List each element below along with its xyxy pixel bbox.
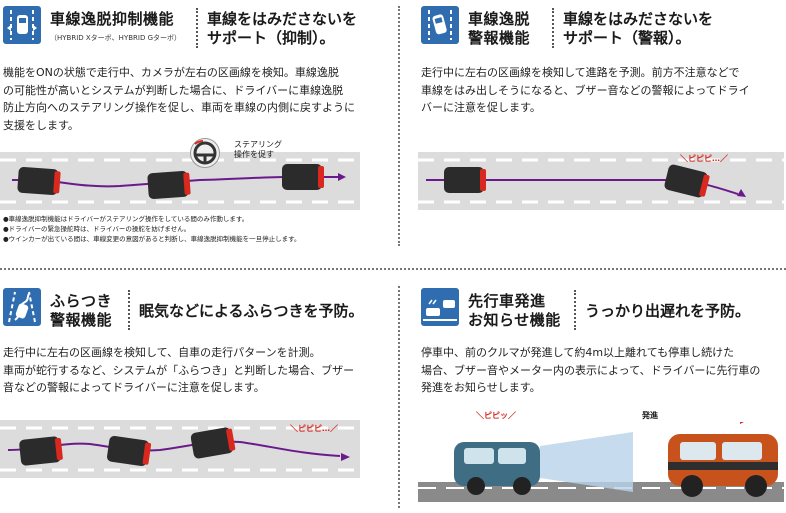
- title-separator: [552, 8, 554, 48]
- description-line: 発進をお知らせします。: [421, 381, 541, 394]
- horizontal-divider: [0, 268, 786, 270]
- car-icon: [19, 436, 63, 466]
- model-note: （HYBRID Xターボ、HYBRID Gターボ）: [50, 34, 181, 42]
- feature-title: 先行車発進 お知らせ機能: [468, 292, 561, 330]
- description-line: 車線をはみ出しそうになると、ブザー音などの警報によってドライ: [421, 83, 750, 97]
- feature-description: 停車中、前のクルマが発進して約4m以上離れても停車し続けた 場合、ブザー音やメー…: [421, 344, 760, 397]
- callout-line: 操作を促す: [234, 150, 274, 159]
- tagline-line: 車線をはみださないを: [207, 10, 358, 28]
- feature-title: ふらつき 警報機能: [50, 292, 112, 330]
- car-icon: [664, 164, 710, 198]
- car-icon: [444, 167, 486, 193]
- road-illustration: [418, 152, 784, 210]
- lane-departure-warning-icon: [421, 6, 459, 44]
- lead-vehicle-start-icon: [421, 288, 459, 326]
- description-line: 防止方向へのステアリング操作を促し、車両を車線の内側に戻すように: [3, 101, 355, 114]
- road-illustration: [0, 152, 360, 210]
- note-line: ●ウインカーが出ている間は、車線変更の意図があると判断し、車線逸脱抑制機能を一旦…: [3, 235, 301, 243]
- description-line: 機能をONの状態で走行中、カメラが左右の区画線を検知。車線逸脱: [3, 66, 339, 79]
- alert-sound-label: ＼ピピピ…／: [290, 424, 338, 433]
- lane-departure-assist-icon: [3, 6, 41, 44]
- car-icon: [147, 170, 191, 200]
- feature-tagline: 車線をはみださないを サポート（警報）。: [563, 10, 713, 48]
- lead-vehicle-start-section: 先行車発進 お知らせ機能 うっかり出遅れを予防。 停車中、前のクルマが発進して約…: [418, 282, 786, 513]
- description-line: 音などの警報によってドライバーに注意を促します。: [3, 381, 265, 394]
- car-icon: [190, 427, 236, 459]
- title-line: 先行車発進: [468, 292, 546, 310]
- callout-line: ステアリング: [234, 140, 282, 149]
- description-line: の可能性が高いとシステムが判断した場合に、ドライバーに車線逸脱: [3, 83, 344, 97]
- lane-departure-warning-section: 車線逸脱 警報機能 車線をはみださないを サポート（警報）。 走行中に左右の区画…: [418, 0, 786, 250]
- description-line: 停車中、前のクルマが発進して約4m以上離れても停車し続けた: [421, 346, 735, 359]
- title-separator: [128, 290, 130, 330]
- vertical-divider-top: [398, 6, 400, 246]
- title-line: 警報機能: [468, 29, 531, 47]
- street-scene: [418, 412, 784, 502]
- description-line: バーに注意を促します。: [421, 101, 541, 114]
- start-label: 発進: [642, 411, 658, 420]
- feature-tagline: うっかり出遅れを予防。: [585, 302, 751, 320]
- alert-sound-label: ＼ピピッ／: [476, 411, 516, 420]
- title-line: 警報機能: [50, 311, 113, 329]
- title-separator: [574, 290, 576, 330]
- title-line: お知らせ機能: [468, 311, 561, 329]
- title-separator: [196, 8, 198, 48]
- car-icon: [454, 442, 540, 495]
- weaving-alert-section: ふらつき 警報機能 眠気などによるふらつきを予防。 走行中に左右の区画線を検知し…: [0, 282, 388, 513]
- tagline-line: サポート（警報）。: [563, 29, 691, 47]
- alert-sound-label: ＼ピピピ…／: [680, 154, 728, 163]
- weaving-alert-icon: [3, 288, 41, 326]
- road-illustration: [0, 420, 360, 478]
- tagline-line: 車線をはみださないを: [563, 10, 714, 28]
- feature-description: 機能をONの状態で走行中、カメラが左右の区画線を検知。車線逸脱 の可能性が高いと…: [3, 64, 355, 134]
- feature-notes: ●車線逸脱抑制機能はドライバーがステアリング操作をしている間のみ作動します。 ●…: [3, 214, 301, 244]
- note-line: ●ドライバーの緊急操舵時は、ドライバーの操舵を妨げません。: [3, 225, 191, 233]
- title-line: ふらつき: [50, 292, 113, 310]
- car-icon: [107, 435, 152, 467]
- description-line: 支援をします。: [3, 118, 79, 132]
- lane-keep-assist-section: 車線逸脱抑制機能 （HYBRID Xターボ、HYBRID Gターボ） 車線をはみ…: [0, 0, 388, 250]
- car-icon: [282, 164, 324, 190]
- feature-description: 走行中に左右の区画線を検知して進路を予測。前方不注意などで 車線をはみ出しそうに…: [421, 64, 750, 117]
- vertical-divider-bottom: [398, 286, 400, 508]
- feature-tagline: 眠気などによるふらつきを予防。: [139, 302, 364, 320]
- description-line: 走行中に左右の区画線を検知して進路を予測。前方不注意などで: [421, 66, 740, 79]
- feature-tagline: 車線をはみださないを サポート（抑制）。: [207, 10, 357, 48]
- note-line: ●車線逸脱抑制機能はドライバーがステアリング操作をしている間のみ作動します。: [3, 215, 249, 223]
- tagline-line: サポート（抑制）。: [207, 29, 335, 47]
- feature-description: 走行中に左右の区画線を検知して、自車の走行パターンを計測。 車両が蛇行するなど、…: [3, 344, 354, 397]
- feature-title: 車線逸脱抑制機能: [50, 10, 175, 28]
- car-icon: [17, 166, 61, 196]
- steering-callout: ステアリング 操作を促す: [234, 140, 282, 160]
- title-line: 車線逸脱: [468, 10, 531, 28]
- car-icon: [668, 434, 778, 497]
- description-line: 場合、ブザー音やメーター内の表示によって、ドライバーに先行車の: [421, 363, 761, 377]
- steering-wheel-icon: [190, 138, 220, 168]
- description-line: 車両が蛇行するなど、システムが「ふらつき」と判断した場合、ブザー: [3, 363, 355, 377]
- feature-title: 車線逸脱 警報機能: [468, 10, 530, 48]
- description-line: 走行中に左右の区画線を検知して、自車の走行パターンを計測。: [3, 346, 321, 359]
